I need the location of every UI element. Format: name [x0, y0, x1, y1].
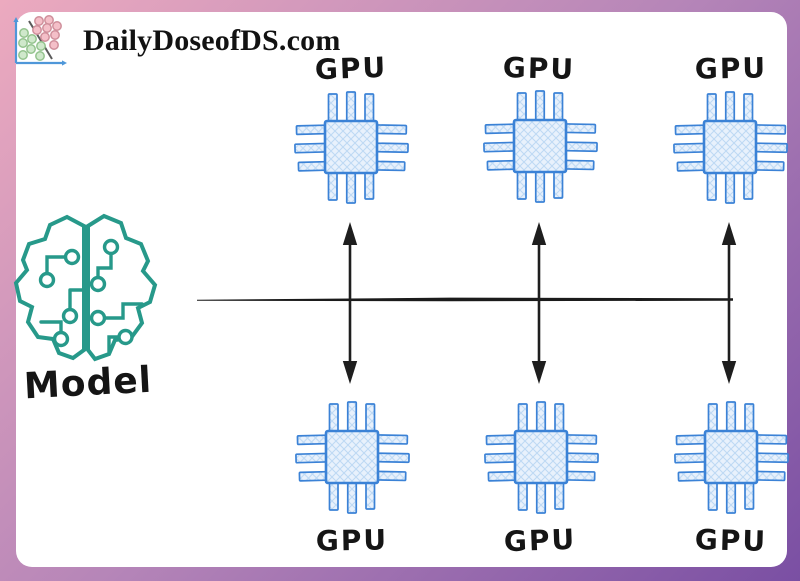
- gpu-chip-icon: [672, 90, 789, 205]
- gpu-label-top-1: GPU: [314, 50, 388, 87]
- link-arrow-icon: [341, 220, 359, 386]
- brand-title: DailyDoseofDS.com: [83, 24, 341, 57]
- link-arrow-icon: [720, 220, 738, 386]
- gpu-chip-icon: [673, 400, 790, 515]
- gpu-chip-icon: [482, 89, 599, 204]
- gpu-chip-icon: [293, 90, 410, 205]
- bus-line: [197, 297, 733, 302]
- gpu-label-bottom-1: GPU: [315, 523, 389, 558]
- gpu-chip-icon: [483, 400, 600, 515]
- gpu-label-top-3: GPU: [694, 51, 768, 86]
- gpu-label-bottom-2: GPU: [503, 522, 577, 559]
- model-label: Model: [22, 359, 154, 408]
- scatter-plot-logo-icon: [13, 15, 67, 66]
- circuit-brain-icon: [13, 213, 158, 362]
- gpu-label-bottom-3: GPU: [694, 523, 768, 558]
- gpu-chip-icon: [294, 400, 411, 515]
- gpu-label-top-2: GPU: [502, 51, 576, 86]
- link-arrow-icon: [530, 220, 548, 386]
